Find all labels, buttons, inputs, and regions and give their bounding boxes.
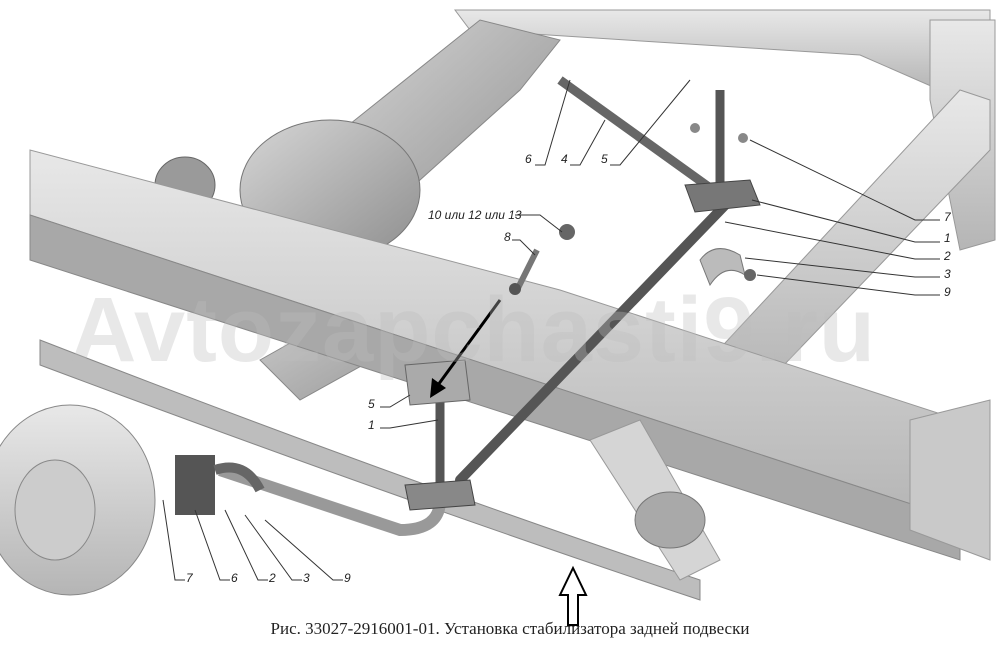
direction-arrow-diagonal xyxy=(430,299,502,398)
callout-9-bottom: 9 xyxy=(344,571,351,585)
callout-4-top: 4 xyxy=(561,152,568,166)
callout-5-center: 5 xyxy=(368,397,375,411)
watermark: Avtozapchasti9.ru xyxy=(70,279,877,381)
callout-2-bottom: 2 xyxy=(269,571,276,585)
callout-1-right: 1 xyxy=(944,231,951,245)
callout-3-bottom: 3 xyxy=(303,571,310,585)
stabilizer-bar xyxy=(218,76,761,537)
callout-2-right: 2 xyxy=(944,249,951,263)
figure-caption: Рис. 33027-2916001-01. Установка стабили… xyxy=(270,619,750,638)
exploded-parts xyxy=(509,123,756,295)
bottom-bracket xyxy=(175,455,265,515)
callout-6-top: 6 xyxy=(525,152,532,166)
leader-lines xyxy=(162,79,940,581)
callout-3-right: 3 xyxy=(944,267,951,281)
side-rail xyxy=(29,149,991,561)
callout-1-center: 1 xyxy=(368,418,375,432)
callout-8: 8 xyxy=(504,230,511,244)
brake-drum xyxy=(0,404,156,596)
callout-7-bottom: 7 xyxy=(186,571,193,585)
leaf-spring xyxy=(39,339,721,601)
callout-9-right: 9 xyxy=(944,285,951,299)
callout-7-right: 7 xyxy=(944,210,951,224)
callout-6-bottom: 6 xyxy=(231,571,238,585)
hollow-up-arrow xyxy=(558,565,588,626)
callout-5-top: 5 xyxy=(601,152,608,166)
callout-10-12-13: 10 или 12 или 13 xyxy=(428,208,522,222)
